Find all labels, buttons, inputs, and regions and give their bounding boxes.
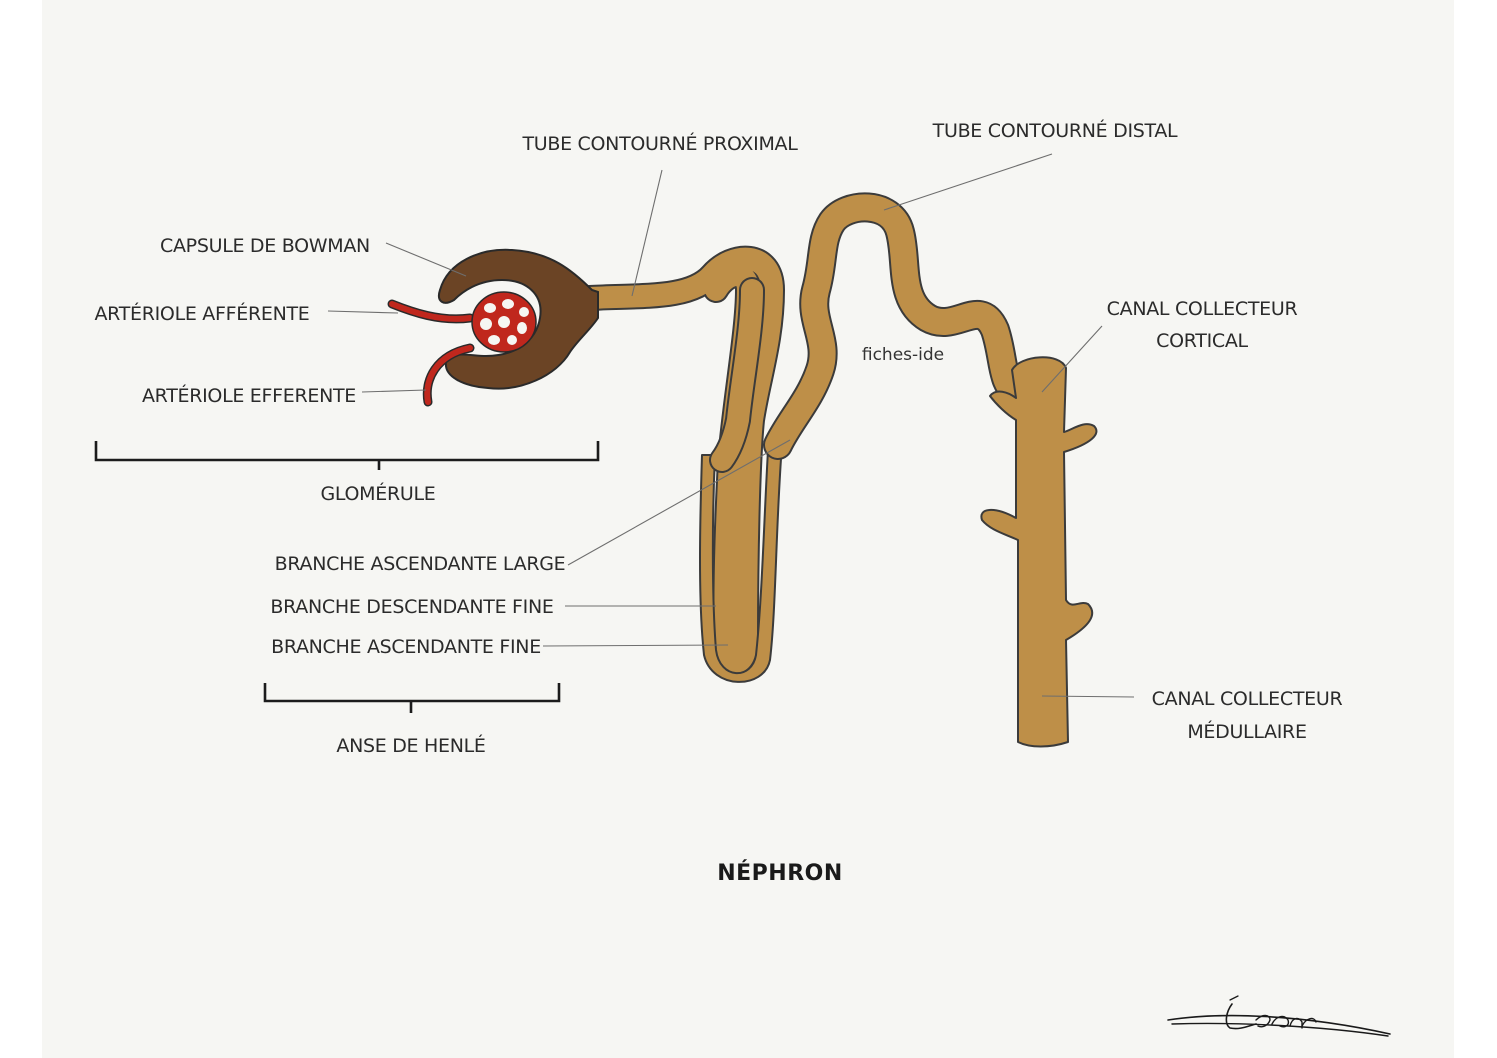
label-branche-ascendante-fine: BRANCHE ASCENDANTE FINE	[271, 636, 541, 658]
label-anse-henle: ANSE DE HENLÉ	[336, 734, 485, 757]
label-arteriole-efferente: ARTÉRIOLE EFFERENTE	[142, 384, 356, 407]
label-canal-cortical-2: CORTICAL	[1156, 330, 1248, 352]
leader-lines	[327, 153, 1135, 698]
signature	[1167, 995, 1391, 1037]
diagram-title: NÉPHRON	[717, 860, 843, 886]
label-canal-cortical-1: CANAL COLLECTEUR	[1107, 298, 1298, 320]
distal-tubule	[709, 192, 1035, 473]
label-canal-medullaire-1: CANAL COLLECTEUR	[1152, 688, 1343, 710]
label-tube-proximal: TUBE CONTOURNÉ PROXIMAL	[521, 132, 798, 155]
glomerulus-vessels	[387, 291, 537, 407]
label-branche-descendante-fine: BRANCHE DESCENDANTE FINE	[270, 596, 553, 618]
label-branche-ascendante-large: BRANCHE ASCENDANTE LARGE	[275, 553, 566, 575]
henle-bracket	[263, 683, 561, 713]
glomerule-bracket	[94, 441, 600, 470]
label-tube-distal: TUBE CONTOURNÉ DISTAL	[932, 119, 1178, 142]
label-arteriole-afferente: ARTÉRIOLE AFFÉRENTE	[94, 302, 309, 325]
label-capsule-bowman: CAPSULE DE BOWMAN	[160, 235, 370, 257]
bowman-capsule	[438, 248, 599, 390]
label-glomerule: GLOMÉRULE	[321, 482, 436, 505]
watermark: fiches-ide	[862, 345, 944, 365]
label-canal-medullaire-2: MÉDULLAIRE	[1187, 720, 1306, 743]
collecting-duct	[980, 356, 1098, 748]
